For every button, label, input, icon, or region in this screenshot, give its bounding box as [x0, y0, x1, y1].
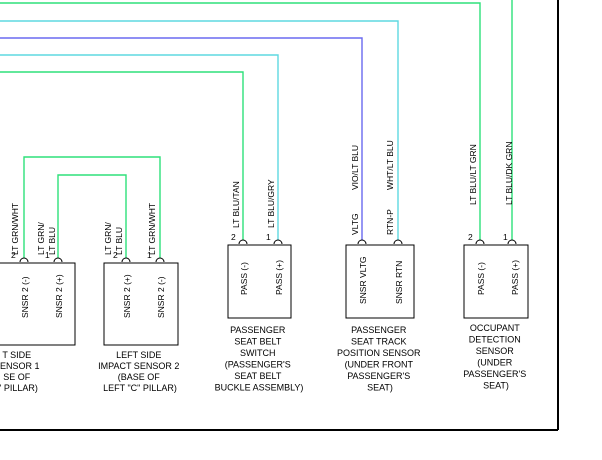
pin-connector [507, 239, 517, 245]
caption-line: LEFT "C" PILLAR) [103, 383, 177, 393]
wire-label: LT GRN/WHT [10, 203, 20, 255]
pin-label: PASS (+) [510, 260, 520, 295]
caption-line: IMPACT SENSOR 2 [98, 361, 179, 371]
diagram-frame [0, 0, 559, 431]
pin-connector [273, 239, 283, 245]
right-impact-caption: T SIDE SENSOR 1 SE OF " PILLAR) [0, 350, 42, 393]
caption-line: PASSENGER'S [463, 369, 526, 379]
caption-line: SWITCH [240, 348, 276, 358]
pin-connector [121, 257, 131, 263]
caption-line: SENSOR 1 [0, 361, 40, 371]
caption-line: OCCUPANT [470, 323, 520, 333]
pin-label: SNSR RTN [394, 261, 404, 304]
pin-number: 1 [503, 232, 508, 242]
wire-label-line: LT BLU [114, 227, 124, 255]
wire-label-line: LT GRN/ [36, 222, 46, 255]
track-sensor-box [345, 244, 415, 319]
caption-line: SEAT) [367, 383, 393, 393]
pin-label: SNSR 2 (-) [20, 276, 30, 318]
wire-label: WHT/LT BLU [385, 140, 395, 190]
caption-line: " PILLAR) [0, 383, 38, 393]
pin-label: SNSR 2 (-) [156, 276, 166, 318]
caption-line: LEFT SIDE [116, 350, 161, 360]
caption-line: PASSENGER [230, 325, 286, 335]
wire-label: LT GRN/ LT BLU [103, 220, 124, 255]
caption-line: (UNDER FRONT [345, 360, 414, 370]
track-sensor-caption: PASSENGER SEAT TRACK POSITION SENSOR (UN… [337, 325, 423, 393]
caption-line: SEAT BELT [234, 371, 282, 381]
pin-number: 2 [468, 232, 473, 242]
occupant-sensor-box [463, 244, 529, 319]
wire-lt-grn-loop-inner [57, 174, 127, 258]
wire-label-line: LT GRN/ [103, 222, 113, 255]
pin-connector [155, 257, 165, 263]
pin-connector [475, 239, 485, 245]
pin-number: 1 [266, 232, 271, 242]
pin-label: SNSR 2 (+) [122, 274, 132, 318]
caption-line: (UNDER [477, 358, 512, 368]
pin-number: 2 [11, 250, 16, 260]
pin-connector [393, 239, 403, 245]
right-impact-sensor-box [0, 262, 76, 346]
pin-connector [357, 239, 367, 245]
wire-label: LT BLU/GRY [266, 179, 276, 228]
pin-label: PASS (-) [476, 262, 486, 295]
wire-wht-lt-blu [0, 20, 399, 240]
wire-lt-grn-loop-outer [23, 156, 161, 258]
pin-number: 2 [231, 232, 236, 242]
wire-lt-blu-gry [0, 54, 279, 240]
wire-lt-blu-tan [0, 71, 244, 240]
caption-line: PASSENGER [351, 325, 407, 335]
caption-line: SEAT BELT [234, 337, 282, 347]
circuit-label: RTN-P [385, 209, 395, 235]
wire-vio-lt-blu [0, 37, 363, 240]
pin-number: 1 [147, 250, 152, 260]
caption-line: SENSOR [476, 346, 515, 356]
wire-label: LT BLU/TAN [231, 181, 241, 228]
pin-label: SNSR 2 (+) [54, 274, 64, 318]
pin-label: PASS (-) [239, 262, 249, 295]
wire-label: LT BLU/DK GRN [504, 142, 514, 205]
belt-switch-box [227, 244, 292, 319]
pin-connector [238, 239, 248, 245]
occupant-sensor-caption: OCCUPANT DETECTION SENSOR (UNDER PASSENG… [463, 323, 529, 391]
belt-switch-caption: PASSENGER SEAT BELT SWITCH (PASSENGER'S … [215, 325, 304, 393]
caption-line: DETECTION [469, 335, 521, 345]
caption-line: BUCKLE ASSEMBLY) [215, 383, 304, 393]
caption-line: (PASSENGER'S [225, 360, 291, 370]
circuit-label: VLTG [350, 213, 360, 235]
wire-label: LT BLU/LT GRN [468, 144, 478, 205]
caption-line: (BASE OF [118, 372, 161, 382]
wire-label: LT GRN/WHT [147, 203, 157, 255]
pin-label: PASS (+) [274, 260, 284, 295]
pin-number: 1 [45, 250, 50, 260]
wire-label-line: LT BLU [47, 227, 57, 255]
caption-line: SEAT TRACK [351, 337, 407, 347]
caption-line: T SIDE [2, 350, 31, 360]
wire-lt-blu-lt-grn [0, 2, 481, 240]
pin-label: SNSR VLTG [358, 256, 368, 304]
pin-connector [53, 257, 63, 263]
wire-label: LT GRN/ LT BLU [36, 220, 57, 255]
caption-line: PASSENGER'S [347, 371, 410, 381]
caption-line: SEAT) [483, 381, 509, 391]
left-impact-sensor-box [103, 262, 179, 346]
pin-connector [19, 257, 29, 263]
caption-line: POSITION SENSOR [337, 348, 421, 358]
pin-number: 2 [113, 250, 118, 260]
caption-line: SE OF [3, 372, 31, 382]
left-impact-caption: LEFT SIDE IMPACT SENSOR 2 (BASE OF LEFT … [98, 350, 182, 393]
wire-label: VIO/LT BLU [350, 145, 360, 190]
